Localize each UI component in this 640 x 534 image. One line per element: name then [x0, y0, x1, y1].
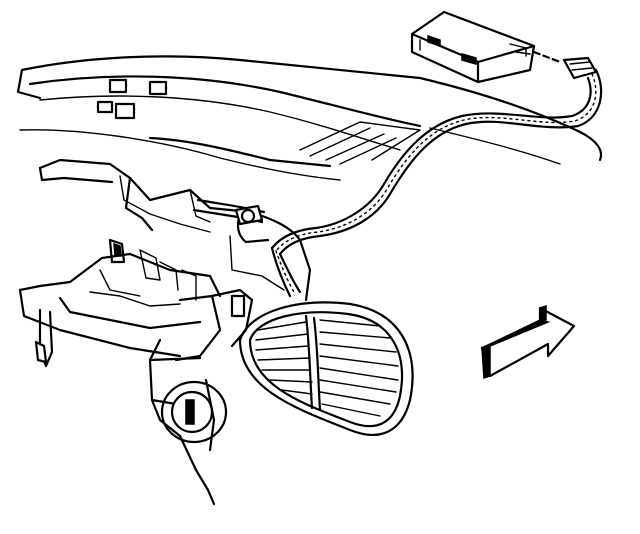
harness-connector — [532, 50, 598, 80]
wiring-harness — [192, 68, 603, 298]
control-module — [410, 10, 536, 84]
air-outlet-vent — [238, 301, 414, 436]
headlamp-switch-knob — [160, 380, 228, 444]
view-direction-arrow — [480, 304, 576, 380]
